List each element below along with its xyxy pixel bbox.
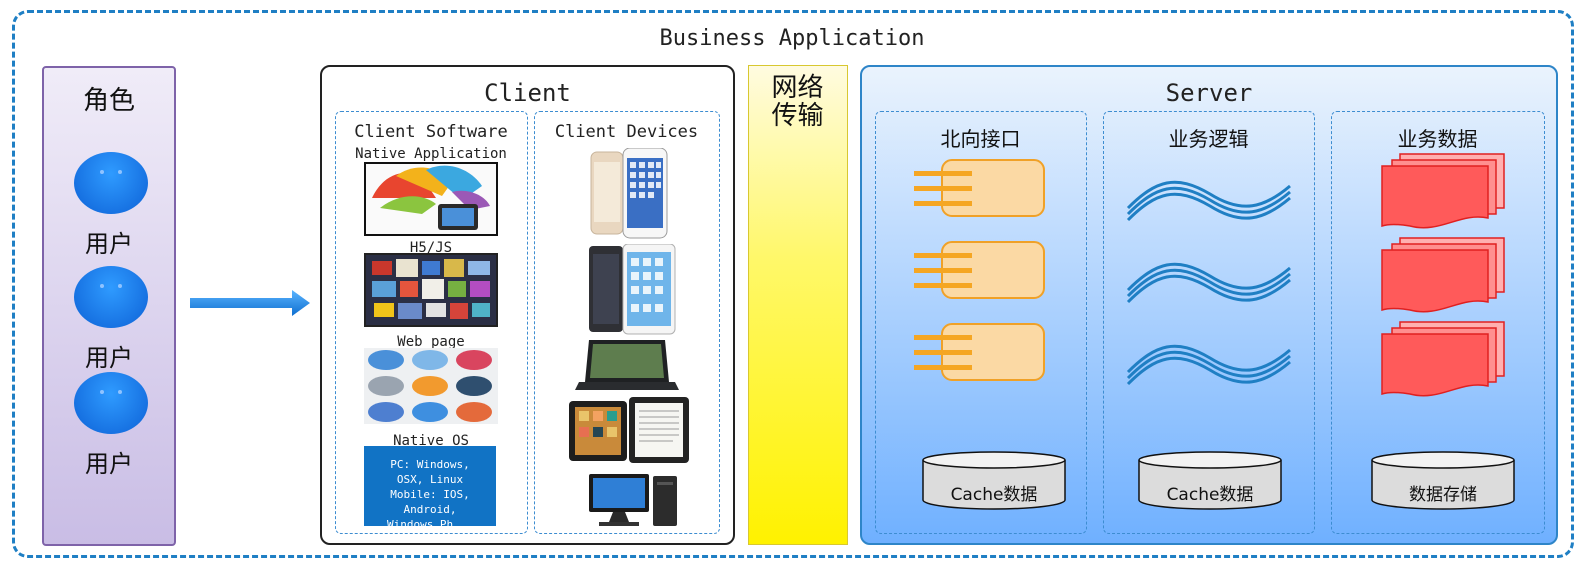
server-panel: Server 北向接口 Cache数据 业务逻辑 bbox=[860, 65, 1558, 545]
os-text-line: Mobile: IOS, bbox=[390, 488, 470, 501]
client-devices-panel: Client Devices bbox=[534, 111, 720, 534]
north-interface-column: 北向接口 Cache数据 bbox=[875, 111, 1087, 534]
flow-arrow-icon bbox=[190, 290, 310, 316]
client-devices-title: Client Devices bbox=[554, 122, 699, 142]
os-text-line: Windows Ph... bbox=[386, 518, 474, 526]
user-label: 用户 bbox=[85, 450, 133, 478]
cache-cylinder-icon bbox=[1138, 451, 1282, 510]
interface-connector-icon bbox=[914, 159, 1045, 217]
network-title-line2: 传输 bbox=[771, 101, 824, 131]
user-avatar-icon bbox=[74, 152, 148, 214]
interface-connector-icon bbox=[914, 323, 1045, 381]
web-page-label: Web page bbox=[397, 334, 465, 350]
document-stack-icon bbox=[1381, 321, 1505, 397]
cache-label: Cache数据 bbox=[950, 485, 1038, 505]
tablets-icon bbox=[569, 397, 689, 463]
business-application-frame bbox=[12, 10, 1574, 558]
cache-cylinder-icon bbox=[922, 451, 1066, 510]
document-stack-icon bbox=[1381, 153, 1505, 229]
storage-cylinder-icon bbox=[1371, 451, 1515, 510]
document-stack-icon bbox=[1381, 237, 1505, 313]
iphone-icon bbox=[590, 148, 668, 239]
native-application-image bbox=[364, 162, 498, 236]
native-os-label: Native OS bbox=[393, 433, 469, 449]
north-interface-title: 北向接口 bbox=[940, 127, 1021, 151]
wave-icon bbox=[1126, 344, 1291, 386]
os-text-line: OSX, Linux bbox=[396, 473, 464, 486]
client-software-title: Client Software bbox=[354, 122, 508, 142]
web-page-image bbox=[364, 348, 498, 424]
network-title: 网络 传输 bbox=[749, 74, 846, 130]
os-text-line: Android, bbox=[403, 503, 457, 516]
wave-icon bbox=[1126, 262, 1291, 304]
user-avatar-icon bbox=[74, 372, 148, 434]
business-logic-column: 业务逻辑 Cache数据 bbox=[1103, 111, 1315, 534]
client-panel: Client Client Software Native Applicatio… bbox=[320, 65, 735, 545]
business-data-title: 业务数据 bbox=[1397, 127, 1478, 151]
storage-label: 数据存储 bbox=[1409, 485, 1477, 505]
roles-title: 角色 bbox=[82, 86, 135, 116]
server-title: Server bbox=[1165, 79, 1253, 107]
h5-js-label: H5/JS bbox=[409, 240, 453, 256]
h5-js-image bbox=[364, 253, 498, 327]
interface-connector-icon bbox=[914, 241, 1045, 299]
native-application-label: Native Application bbox=[355, 146, 507, 162]
client-software-panel: Client Software Native Application H5/JS bbox=[335, 111, 528, 534]
diagram-title: Business Application bbox=[659, 26, 925, 51]
desktop-icon bbox=[589, 474, 677, 526]
user-label: 用户 bbox=[85, 344, 133, 372]
laptop-icon bbox=[575, 340, 679, 390]
os-text-line: PC: Windows, bbox=[390, 458, 470, 471]
network-title-line1: 网络 bbox=[771, 73, 824, 103]
user-label: 用户 bbox=[85, 230, 133, 258]
android-phone-icon bbox=[589, 244, 676, 335]
cache-label: Cache数据 bbox=[1166, 485, 1254, 505]
network-transport-bar: 网络 传输 bbox=[748, 65, 848, 545]
roles-panel: 角色 用户 用户 用户 bbox=[42, 66, 176, 546]
wave-icon bbox=[1126, 180, 1291, 222]
business-data-column: 业务数据 数据存储 bbox=[1331, 111, 1545, 534]
client-title: Client bbox=[484, 79, 571, 107]
business-logic-title: 业务逻辑 bbox=[1168, 127, 1249, 151]
user-avatar-icon bbox=[74, 266, 148, 328]
native-os-box: PC: Windows, OSX, Linux Mobile: IOS, And… bbox=[364, 446, 496, 526]
